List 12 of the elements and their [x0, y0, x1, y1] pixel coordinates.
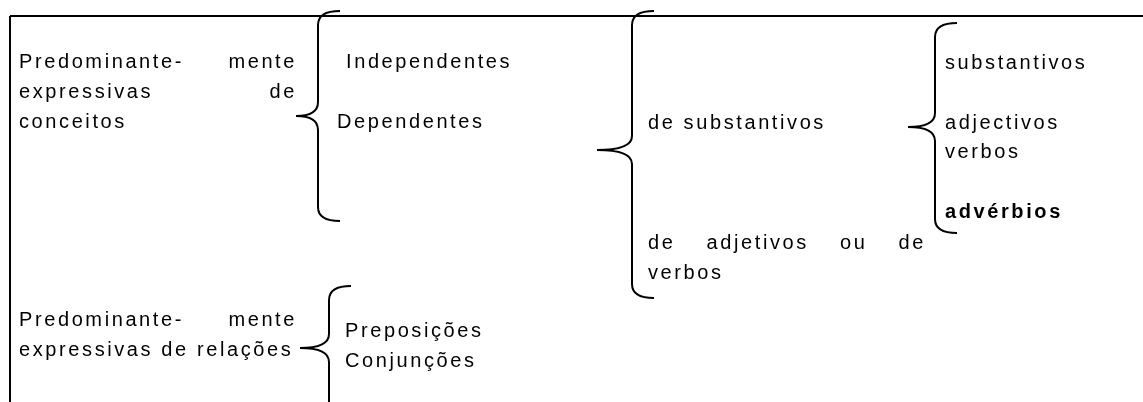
- category-label: advérbios: [945, 199, 1063, 224]
- category-label: de adjetivos ou de verbos: [648, 230, 926, 285]
- category-label: substantivos: [945, 50, 1088, 75]
- category-label: Predominante- mente expressivas de relações: [19, 307, 297, 362]
- category-label: verbos: [945, 139, 1021, 164]
- category-label: Preposições: [345, 318, 484, 343]
- category-label: de substantivos: [648, 110, 826, 135]
- category-label: Dependentes: [337, 109, 485, 134]
- category-label: Independentes: [346, 49, 513, 74]
- category-label: Conjunções: [345, 348, 477, 373]
- category-label: adjectivos: [945, 110, 1060, 135]
- category-label: Predominante- mente expressivas de conceitos: [19, 49, 297, 134]
